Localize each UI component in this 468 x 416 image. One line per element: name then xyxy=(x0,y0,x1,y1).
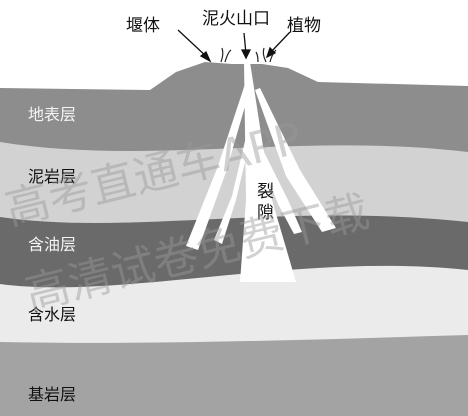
pointer-arrows xyxy=(177,29,291,63)
fissure-label-char-2: 隙 xyxy=(257,203,274,223)
fissure-branch-inner-left xyxy=(214,120,254,244)
dam-label: 堰体 xyxy=(126,16,160,36)
mudstone-layer-label: 泥岩层 xyxy=(28,167,76,186)
aquifer-layer-label: 含水层 xyxy=(28,305,76,324)
main-fissure xyxy=(240,62,296,282)
bedrock-layer-label: 基岩层 xyxy=(28,385,76,404)
mudstone-layer xyxy=(0,140,468,224)
fissures xyxy=(186,62,336,282)
vent-label: 泥火山口 xyxy=(202,9,270,29)
fissure-branch-inner-right xyxy=(257,148,302,234)
plants-icon xyxy=(220,47,277,63)
surface-layer xyxy=(0,62,468,152)
oil-layer-label: 含油层 xyxy=(28,235,76,254)
fissure-label-char-1: 裂 xyxy=(257,182,274,202)
surface-layer-label: 地表层 xyxy=(28,105,76,124)
oil-layer xyxy=(0,213,468,288)
fissure-branch-right xyxy=(255,88,336,232)
plants-label: 植物 xyxy=(287,16,321,36)
fissure-branch-left xyxy=(186,78,252,250)
aquifer-layer xyxy=(0,264,468,343)
bedrock-layer xyxy=(0,330,468,416)
